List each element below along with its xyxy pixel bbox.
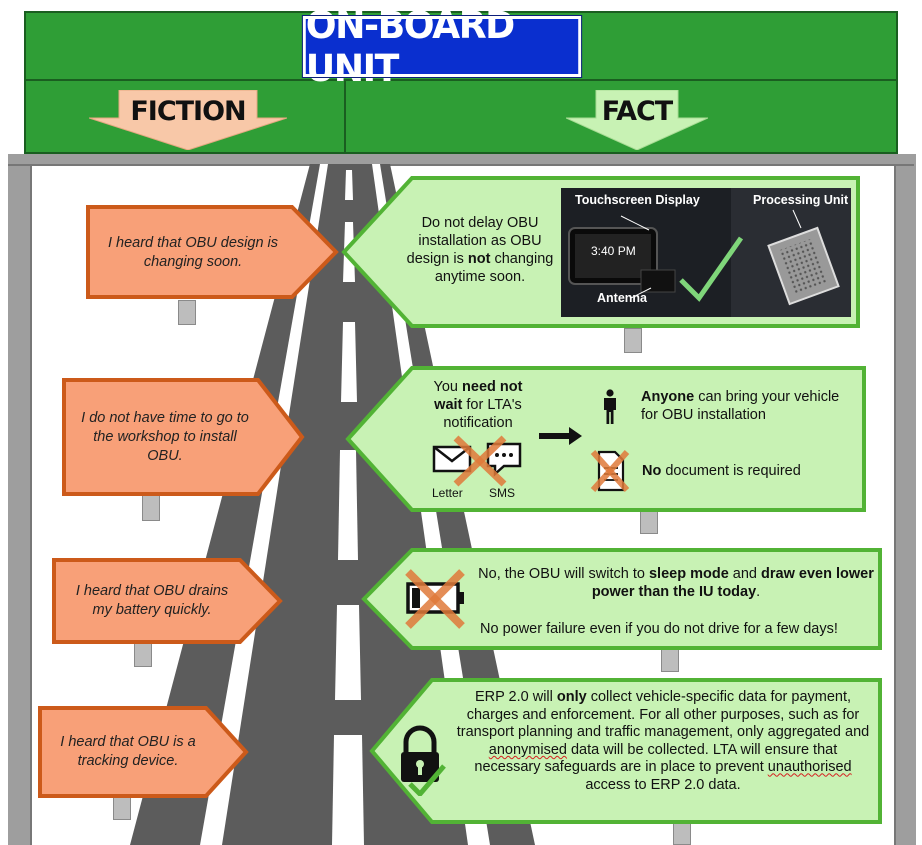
fact-text-1: Do not delay OBU installation as OBU des… [406, 215, 554, 285]
antenna-label: Antenna [597, 291, 647, 305]
fiction-text-1: I heard that OBU design is changing soon… [107, 235, 279, 270]
fact-text-3-main: No, the OBU will switch to sleep mode an… [478, 566, 874, 600]
battery-icon [405, 569, 465, 629]
fiction-text-2: I do not have time to go to the workshop… [81, 409, 249, 464]
page-title: ON-BOARD UNIT [301, 4, 583, 90]
sms-caption: SMS [489, 486, 516, 500]
sign-post [142, 494, 160, 521]
left-frame [8, 154, 32, 845]
lock-icon [401, 725, 446, 796]
no-document-text: No document is required [642, 463, 801, 479]
processing-unit-label: Processing Unit [753, 193, 849, 207]
obu-photo: Touchscreen Display Processing Unit Ante… [561, 188, 851, 317]
fiction-sign-1: I heard that OBU design is changing soon… [86, 205, 340, 300]
document-icon [590, 449, 630, 493]
sign-post [178, 300, 196, 325]
top-frame [8, 154, 914, 166]
fiction-heading: FICTION [130, 96, 246, 127]
fiction-sign-4: I heard that OBU is a tracking device. [38, 706, 250, 798]
fact-sign-3 [361, 548, 882, 650]
sign-post [640, 510, 658, 534]
fiction-text-4: I heard that OBU is a tracking device. [60, 734, 196, 769]
anyone-text: Anyone can bring your vehicle for OBU in… [641, 389, 840, 423]
fact-text-4: ERP 2.0 will only collect vehicle-specif… [456, 689, 870, 793]
fiction-text-3: I heard that OBU drains my battery quick… [75, 583, 229, 618]
fiction-sign-2: I do not have time to go to the workshop… [62, 378, 306, 496]
screen-clock: 3:40 PM [591, 244, 636, 258]
sign-post [624, 328, 642, 353]
touchscreen-label: Touchscreen Display [575, 193, 700, 207]
fact-text-3-note: No power failure even if you do not driv… [480, 621, 838, 637]
fact-arrow-icon [566, 90, 708, 150]
cross-icon [453, 435, 507, 487]
sign-post [113, 795, 131, 820]
fact-text-2-left: You need not wait for LTA's notification [433, 379, 523, 431]
right-frame [894, 154, 916, 845]
fiction-sign-3: I heard that OBU drains my battery quick… [52, 558, 284, 644]
sign-post [673, 822, 691, 845]
right-arrow-icon [539, 427, 582, 445]
letter-icon [432, 445, 472, 473]
letter-caption: Letter [432, 486, 463, 500]
fiction-arrow-icon [89, 90, 287, 150]
fact-heading: FACT [601, 96, 673, 127]
sign-post [134, 642, 152, 667]
fact-sign-4 [369, 678, 882, 824]
fact-sign-2 [345, 366, 866, 512]
sign-post [661, 648, 679, 672]
person-icon [604, 389, 616, 424]
header-divider [344, 81, 346, 154]
